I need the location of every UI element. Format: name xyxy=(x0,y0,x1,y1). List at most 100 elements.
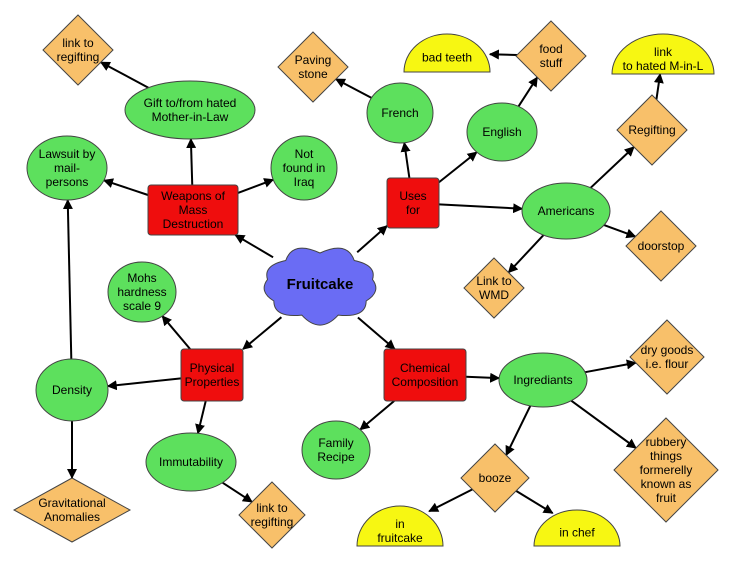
node-label-line: i.e. flour xyxy=(646,357,689,371)
edge-americans-to-regifting xyxy=(589,146,635,189)
edge-french-to-paving xyxy=(335,78,372,99)
node-immutability[interactable]: Immutability xyxy=(145,432,237,492)
edge-fruitcake-to-uses xyxy=(356,225,388,253)
node-label-line: link xyxy=(654,45,673,59)
node-label-line: formerelly xyxy=(640,463,693,477)
node-doorstop[interactable]: doorstop xyxy=(625,210,697,282)
node-label-line: Fruitcake xyxy=(287,276,354,293)
semicircle-shape xyxy=(403,33,491,73)
node-label: Fruitcake xyxy=(287,276,354,293)
edges-layer xyxy=(62,49,664,515)
node-label-line: link to xyxy=(62,36,94,50)
edge-fruitcake-to-chemical xyxy=(357,316,396,350)
edge-chemical-to-family xyxy=(359,400,395,431)
diamond-shape xyxy=(613,417,719,523)
diamond-shape xyxy=(42,14,114,86)
node-english[interactable]: English xyxy=(466,102,538,162)
rect-shape xyxy=(386,177,440,229)
diamond-shape xyxy=(629,319,705,395)
node-label-line: Paving xyxy=(295,53,332,67)
edge-fruitcake-to-weapons xyxy=(234,234,274,259)
node-label-line: Chemical xyxy=(400,361,450,375)
node-fruitcake[interactable]: Fruitcake xyxy=(263,247,377,326)
node-label-line: Destruction xyxy=(163,217,224,231)
semicircle-shape xyxy=(356,505,444,547)
node-label-line: Immutability xyxy=(159,455,223,469)
node-label-line: fruit xyxy=(656,491,677,505)
node-label-line: booze xyxy=(479,471,512,485)
node-label-line: Uses xyxy=(399,189,426,203)
edge-weapons-to-gift xyxy=(186,137,197,186)
diamond-shape xyxy=(12,477,132,543)
node-label: Regifting xyxy=(628,123,675,137)
node-label-line: persons xyxy=(46,175,89,189)
node-label-line: English xyxy=(482,125,521,139)
ellipse-shape xyxy=(366,82,434,144)
edge-chemical-to-ingredients xyxy=(465,372,501,383)
rect-shape xyxy=(383,348,467,402)
node-label-line: regifting xyxy=(251,515,294,529)
edge-fruitcake-to-physical xyxy=(242,316,283,350)
edge-physical-to-density xyxy=(106,377,182,391)
edge-physical-to-immutability xyxy=(195,400,207,435)
node-label: Ingrediants xyxy=(513,373,572,387)
node-americans[interactable]: Americans xyxy=(521,182,611,240)
node-label-line: stuff xyxy=(540,56,563,70)
node-label-line: found in xyxy=(283,161,326,175)
node-inchef[interactable]: in chef xyxy=(533,509,621,547)
edge-uses-to-americans xyxy=(438,203,524,214)
edge-density-to-lawsuit xyxy=(62,198,73,360)
node-badteeth[interactable]: bad teeth xyxy=(403,33,491,73)
node-label-line: dry goods xyxy=(641,343,694,357)
node-regifting[interactable]: Regifting xyxy=(616,94,688,166)
node-ingredients[interactable]: Ingrediants xyxy=(498,352,588,408)
node-label: bad teeth xyxy=(422,51,472,65)
ellipse-shape xyxy=(521,182,611,240)
node-label: doorstop xyxy=(638,239,685,253)
node-label-line: Regifting xyxy=(628,123,675,137)
diamond-shape xyxy=(515,20,587,92)
node-french[interactable]: French xyxy=(366,82,434,144)
node-label-line: Mass xyxy=(179,203,208,217)
edge-immutability-to-link-regift-2 xyxy=(222,481,253,503)
node-label-line: for xyxy=(406,203,420,217)
node-label-line: regifting xyxy=(57,50,100,64)
node-booze[interactable]: booze xyxy=(460,443,530,513)
edge-english-to-foodstuff xyxy=(517,76,539,107)
edge-americans-to-linkwmd xyxy=(507,234,545,274)
node-density[interactable]: Density xyxy=(35,358,109,422)
diamond-shape xyxy=(616,94,688,166)
node-label-line: Mother-in-Law xyxy=(152,110,229,124)
node-label-line: Not xyxy=(295,147,314,161)
node-label-line: Composition xyxy=(392,375,459,389)
semicircle-shape xyxy=(533,509,621,547)
